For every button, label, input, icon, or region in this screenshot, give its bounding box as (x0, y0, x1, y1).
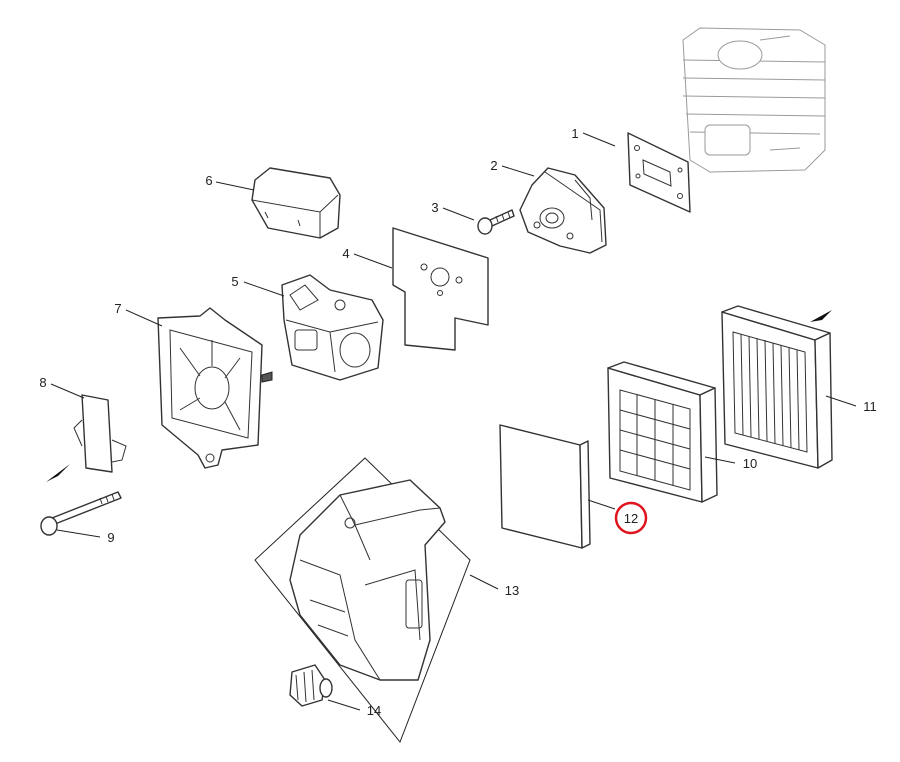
part-5-carburetor (281, 274, 384, 381)
callout-5: 5 (231, 274, 238, 289)
arrow-icon (810, 310, 832, 322)
callout-8: 8 (39, 375, 46, 390)
part-13-housing (289, 479, 446, 681)
engine-cylinder (682, 27, 826, 173)
part-12-filter-sheet (499, 424, 591, 549)
part-4-gasket (392, 227, 489, 351)
part-10-filter-grid (607, 361, 718, 503)
arrow-icon (46, 464, 70, 482)
callout-6: 6 (205, 173, 212, 188)
callout-7: 7 (114, 301, 121, 316)
callout-4: 4 (342, 246, 349, 261)
part-8-plate (73, 394, 127, 473)
callout-3: 3 (431, 200, 438, 215)
callout-10: 10 (743, 456, 757, 471)
callout-13: 13 (505, 583, 519, 598)
leader-lines (50, 132, 857, 711)
part-3-screw (477, 209, 515, 235)
part-9-bolt (40, 491, 122, 536)
callout-14: 14 (367, 703, 381, 718)
callout-11: 11 (863, 399, 877, 414)
part-11-pleated-filter (721, 305, 833, 469)
part-2-intake-flange (519, 167, 607, 254)
part-6-cover (251, 167, 341, 239)
part-1-gasket (627, 132, 691, 213)
callout-2: 2 (490, 158, 497, 173)
callout-1: 1 (571, 126, 578, 141)
callout-9: 9 (107, 530, 114, 545)
highlight-circle (614, 501, 648, 535)
part-14-knob (289, 664, 333, 707)
part-7-filter-base (157, 307, 273, 469)
callout-12: 12 (624, 511, 638, 526)
